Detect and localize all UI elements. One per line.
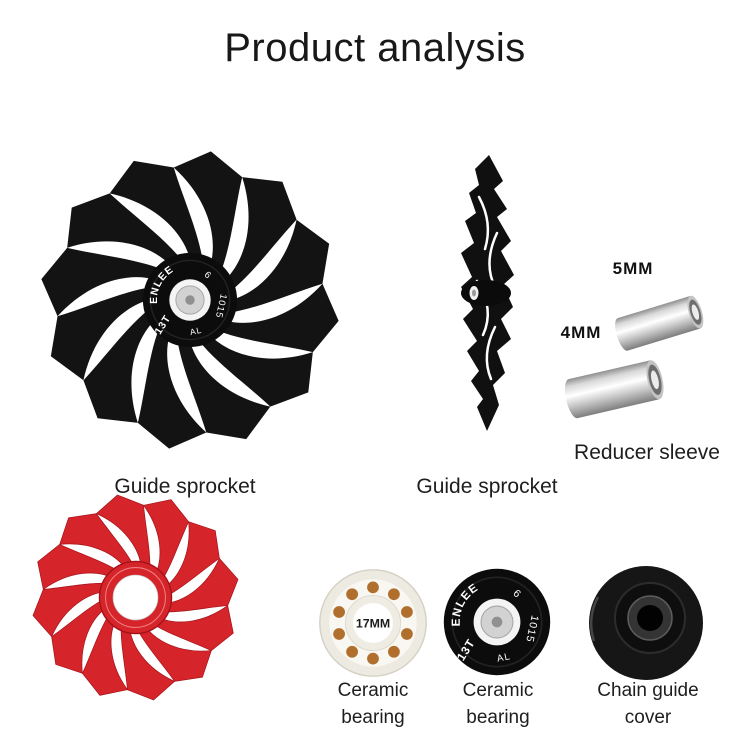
- red-guide-sprocket-image: [28, 490, 243, 705]
- bearing-balls: [333, 581, 413, 665]
- sleeve-body: [617, 295, 701, 351]
- cover-bore: [637, 605, 663, 631]
- chain-guide-cover-image: [589, 566, 703, 680]
- ceramic-bearing-branded-image: [443, 568, 551, 676]
- guide-sprocket-side-label: Guide sprocket: [416, 475, 558, 498]
- guide-sprocket-front-label: Guide sprocket: [114, 475, 256, 498]
- sprocket-side-hub: [461, 280, 511, 306]
- guide-sprocket-front-image: [35, 145, 345, 455]
- bearing-bore-size-text: 17MM: [356, 616, 390, 630]
- bearing-bore: [353, 603, 393, 643]
- sleeve-bore: [691, 304, 700, 320]
- sprocket-hub: [142, 252, 238, 348]
- sprocket-side-glint: [485, 325, 497, 381]
- red-sprocket-hub-highlight: [105, 567, 166, 628]
- sprocket-side-bore-center: [472, 289, 476, 297]
- sleeve-4mm-label: 4MM: [560, 323, 602, 342]
- red-sprocket-bore-edge: [112, 574, 159, 621]
- reducer-sleeve-4mm-image: [564, 360, 664, 419]
- cover-flange-highlight: [589, 596, 600, 642]
- cover-ring-edge: [627, 595, 673, 641]
- sleeve-bore: [651, 370, 659, 390]
- branded-bearing-face: [443, 568, 551, 676]
- sleeve-5mm-label: 5MM: [612, 259, 654, 278]
- ceramic-bearing-label: Ceramic bearing: [337, 680, 409, 728]
- sleeve-cap: [564, 379, 582, 419]
- bearing-inner-edge: [344, 594, 402, 652]
- red-sprocket-bore: [113, 575, 158, 620]
- sleeve-cap: [615, 318, 631, 351]
- ceramic-bearing-image: 17MM: [319, 569, 427, 677]
- ceramic-bearing-branded-label: Ceramic bearing: [462, 680, 534, 728]
- sprocket-side-glint: [477, 195, 490, 251]
- page-title: Product analysis: [224, 26, 526, 70]
- guide-sprocket-side-image: [461, 155, 514, 431]
- bearing-outer-edge: [319, 569, 427, 677]
- chain-guide-cover-label: Chain guide cover: [597, 680, 699, 728]
- red-sprocket-hub-edge: [98, 560, 173, 635]
- reducer-sleeve-label: Reducer sleeve: [574, 441, 720, 464]
- sleeve-body: [568, 360, 660, 419]
- reducer-sleeve-5mm-image: [615, 295, 704, 351]
